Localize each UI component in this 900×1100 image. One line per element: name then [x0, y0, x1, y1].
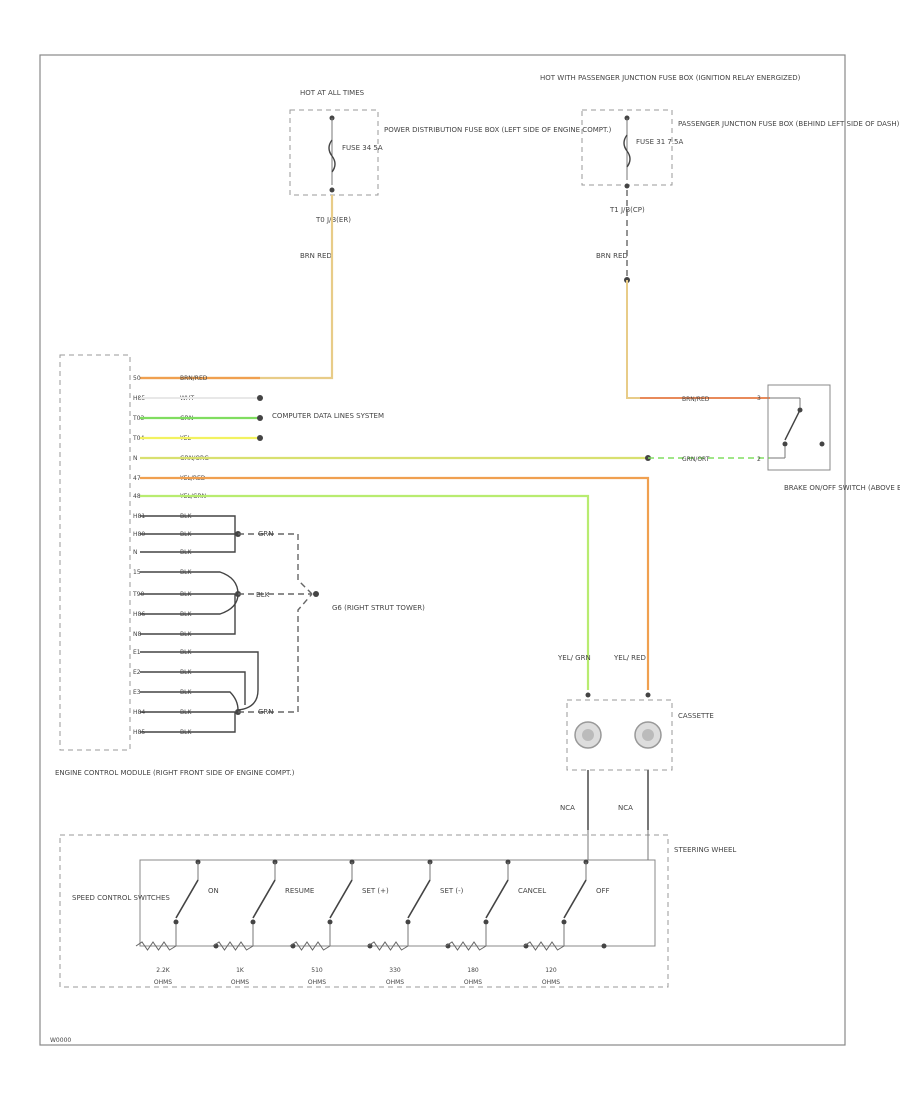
switch-contact: [485, 879, 509, 919]
resistor: [523, 941, 565, 951]
fuse-right-header: HOT WITH PASSENGER JUNCTION FUSE BOX (IG…: [540, 74, 801, 82]
wire-yel-red: [140, 476, 650, 690]
ecm-pin-number: H85: [133, 729, 145, 736]
cassette-label: CASSETTE: [678, 712, 714, 720]
resistor-unit: OHMS: [231, 979, 249, 986]
ecm-pin-number: E3: [133, 689, 141, 696]
ground-wire-mid: BLK: [256, 591, 270, 599]
footer-code: W0000: [50, 1037, 71, 1044]
resistor: [212, 941, 254, 951]
resistor-unit: OHMS: [386, 979, 404, 986]
fuse-box-right: HOT WITH PASSENGER JUNCTION FUSE BOX (IG…: [540, 74, 900, 260]
brake-switch-label: BRAKE ON/OFF SWITCH (ABOVE BRAKE PEDAL): [784, 484, 900, 492]
fuse-box-left: HOT AT ALL TIMES FUSE 34 5A POWER DISTRI…: [289, 89, 612, 260]
switch-contact: [252, 879, 276, 919]
ecm-block: ENGINE CONTROL MODULE (RIGHT FRONT SIDE …: [55, 354, 295, 777]
resistor-value: 510: [311, 967, 323, 974]
ecm-pin-number: N: [133, 455, 138, 462]
ecm-pin-number: N8: [133, 631, 141, 638]
steering-wheel-label: STEERING WHEEL: [674, 846, 736, 854]
switch-group-label: SPEED CONTROL SWITCHES: [72, 894, 170, 902]
brake-pin-top: 3: [757, 395, 761, 402]
fuse-left-location: POWER DISTRIBUTION FUSE BOX (LEFT SIDE O…: [384, 126, 612, 134]
resistor-unit: OHMS: [542, 979, 560, 986]
switch-contact: [175, 879, 199, 919]
ground-wire-bot: GRN: [258, 708, 274, 716]
ecm-pin-number: 15: [133, 569, 141, 576]
resistor-value: 330: [389, 967, 401, 974]
switch-contact: [563, 879, 587, 919]
resistor: [367, 941, 409, 951]
resistor: [135, 941, 177, 951]
fuse-right-location: PASSENGER JUNCTION FUSE BOX (BEHIND LEFT…: [678, 120, 900, 128]
brake-wire-top: BRN/RED: [682, 396, 710, 403]
cassette-right-lower: NCA: [618, 804, 633, 812]
cassette-left-lower: NCA: [560, 804, 575, 812]
switch-contact: [329, 879, 353, 919]
ecm-pin-number: N: [133, 549, 138, 556]
ecm-pin-number: H80: [133, 531, 145, 538]
ecm-pin-list: 50BRN/REDH85WHTT03GRNT04YELNGRN/ORG47YEL…: [132, 375, 209, 736]
ecm-pin-number: 47: [133, 475, 141, 482]
resistor-unit: OHMS: [464, 979, 482, 986]
ecm-pin-number: H81: [133, 513, 145, 520]
switch-label: OFF: [596, 887, 610, 895]
wire-brn-red-right: [626, 280, 770, 399]
resistor-value: 180: [467, 967, 479, 974]
ecm-pin-wire-color: BRN/RED: [180, 375, 208, 382]
resistor-value: 1K: [236, 967, 245, 974]
resistor-value: 2.2K: [156, 967, 171, 974]
switch-label: SET (+): [362, 887, 389, 895]
ecm-pin-number: H86: [133, 611, 145, 618]
switch-contact: [407, 879, 431, 919]
switch-label: SET (-): [440, 887, 464, 895]
fuse-left-label: FUSE 34 5A: [342, 144, 383, 152]
cassette-right-wire: YEL/ RED: [613, 654, 646, 662]
ecm-pin-number: T04: [132, 435, 144, 442]
fuse-left-wire-color: BRN RED: [300, 252, 332, 260]
resistor-unit: OHMS: [308, 979, 326, 986]
switch-label: RESUME: [285, 887, 314, 895]
wire-brn-red-left: [140, 195, 334, 380]
fuse-left-header: HOT AT ALL TIMES: [300, 89, 365, 97]
wire-yel-grn: [140, 494, 590, 690]
diagram-frame: [39, 54, 846, 1046]
ecm-pin-number: 50: [133, 375, 141, 382]
data-lines-label: COMPUTER DATA LINES SYSTEM: [272, 412, 384, 420]
ecm-pin-number: E1: [133, 649, 141, 656]
brake-wire-bot: GRN/ORT: [682, 456, 710, 463]
resistor-unit: OHMS: [154, 979, 172, 986]
ecm-pin-number: H85: [133, 395, 145, 402]
ground-label: G6 (RIGHT STRUT TOWER): [332, 604, 425, 612]
brake-switch: 3 2 BRN/RED GRN/ORT BRAKE ON/OFF SWITCH …: [682, 384, 900, 492]
ground-wire-top: GRN: [258, 530, 274, 538]
fuse-right-label: FUSE 31 7.5A: [636, 138, 684, 146]
ecm-pin-number: 48: [133, 493, 141, 500]
switch-label: CANCEL: [518, 887, 546, 895]
steering-wheel: STEERING WHEEL SPEED CONTROL SWITCHES: [59, 830, 736, 988]
resistor-value: 120: [545, 967, 557, 974]
ecm-pin-number: T03: [132, 415, 144, 422]
cassette: CASSETTE YEL/ GRN YEL/ RED NCA NCA: [557, 654, 714, 830]
fuse-right-wire-color: BRN RED: [596, 252, 628, 260]
ecm-pin-number: H84: [133, 709, 145, 716]
cassette-left-wire: YEL/ GRN: [557, 654, 591, 662]
ecm-pin-number: T90: [132, 591, 144, 598]
brake-pin-bot: 2: [757, 456, 761, 463]
resistor: [445, 941, 487, 951]
switch-label: ON: [208, 887, 219, 895]
ecm-label: ENGINE CONTROL MODULE (RIGHT FRONT SIDE …: [55, 769, 295, 777]
ground-bundle: GRN BLK GRN G6 (RIGHT STRUT TOWER): [140, 515, 425, 733]
ecm-pin-number: E2: [133, 669, 141, 676]
resistor: [289, 941, 331, 951]
